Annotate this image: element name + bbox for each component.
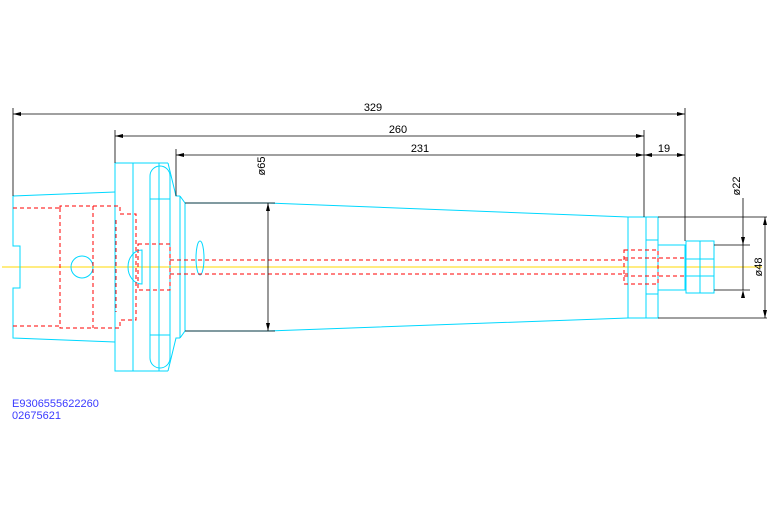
dim-body-length: 260 [389, 124, 407, 136]
hidden-lines [13, 205, 684, 329]
dimension-arrows [13, 112, 767, 331]
dim-nose-length: 19 [658, 143, 670, 155]
dimension-lines [12, 108, 767, 332]
order-code: 02675621 [12, 410, 61, 422]
dim-taper-diameter: ø65 [256, 157, 268, 176]
part-code: E9306555622260 [12, 398, 99, 410]
dim-overall-length: 329 [364, 102, 382, 114]
dim-taper-length: 231 [411, 143, 429, 155]
dim-small-diameter: ø22 [731, 177, 743, 196]
dim-nose-diameter: ø48 [753, 258, 765, 277]
